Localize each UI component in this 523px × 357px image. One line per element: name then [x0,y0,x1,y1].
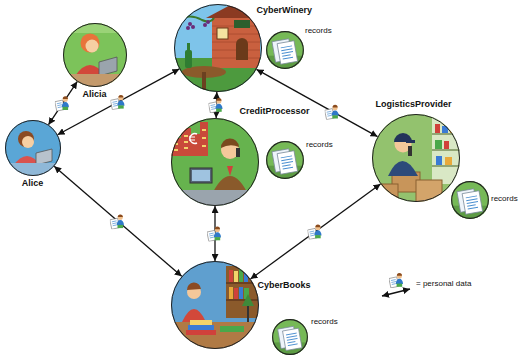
legend-text: = personal data [416,279,471,288]
party-name: Alicia [82,90,106,100]
data-flow-arrow [58,69,180,135]
personal-data-icon [207,227,221,242]
personal-data-icon [389,273,403,288]
personal-data-icon [55,96,69,111]
data-flow-arrow [207,206,221,261]
data-flow-arrow [49,82,78,125]
data-flow-arrow [208,92,222,118]
arrow-line [257,69,378,136]
records-label: records [305,27,332,36]
alicia-scene [63,23,127,88]
data-flow-arrow [251,184,381,279]
arrow-line [251,184,381,279]
records-circle: records [272,319,308,355]
personal-data-icon [325,105,339,120]
records-label: records [491,195,518,204]
party-circle: CreditProcessor [171,118,259,206]
winery-scene [174,2,266,98]
party-circle: LogisticsProvider [372,114,460,202]
data-flow-arrow [257,69,378,136]
records-picture [266,31,304,69]
records-circle: records [266,31,304,69]
personal-data-icon [307,225,321,240]
party-name: CreditProcessor [240,107,310,117]
personal-data-icon [208,98,222,113]
party-name: CyberWinery [257,6,312,16]
cyberbooks-scene [171,261,259,350]
logistics-scene [372,114,460,202]
personal-data-icon [110,214,124,229]
arrow-line [49,82,78,125]
legend-arrow [382,289,410,296]
personal-data-icon [110,95,124,110]
alice-scene [5,120,61,177]
records-picture [451,181,489,219]
records-label: records [306,141,333,150]
data-flow-arrow [54,166,182,276]
records-picture [266,141,304,179]
party-circle: CyberWinery [174,4,262,92]
party-circle: CyberBooks [171,261,259,349]
party-name: Alice [22,179,44,189]
arrow-line [54,166,182,276]
party-name: LogisticsProvider [375,100,451,110]
party-name: CyberBooks [258,281,311,291]
records-picture [272,319,308,355]
records-circle: records [266,141,304,179]
arrow-line [58,69,180,135]
records-circle: records [451,181,489,219]
party-circle: Alicia [63,23,127,87]
records-label: records [311,318,338,327]
creditprocessor-scene [171,118,259,210]
party-circle: Alice [5,120,61,176]
